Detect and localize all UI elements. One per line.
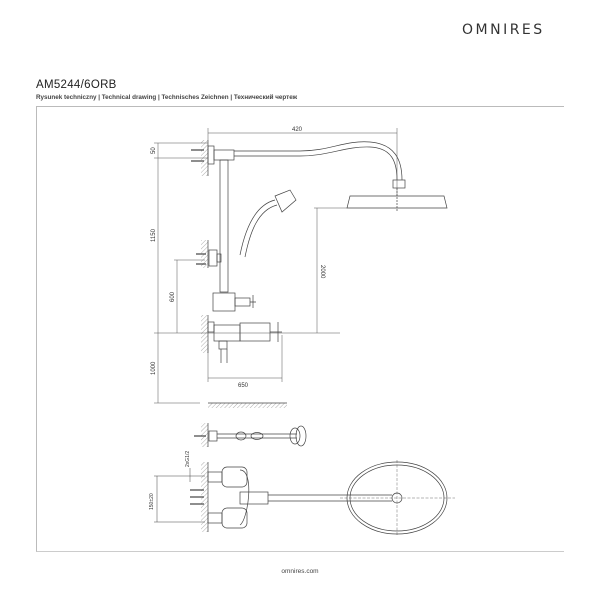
- footer-website: omnires.com: [281, 568, 319, 575]
- drawing-frame: [36, 106, 564, 552]
- dim-650: 650: [238, 383, 249, 389]
- dim-600: 600: [170, 291, 176, 302]
- dim-420: 420: [292, 127, 303, 133]
- dimension-lines: [154, 128, 398, 404]
- shower-column: [207, 141, 448, 363]
- dim-1000: 1000: [151, 361, 157, 375]
- brand-logo: OMNIRES: [462, 22, 545, 38]
- dim-50: 50: [151, 147, 157, 154]
- dim-thread: 2xG1/2: [185, 451, 191, 467]
- dim-2000: 2000: [319, 265, 325, 279]
- model-number: AM5244/6ORB: [36, 79, 117, 91]
- plan-view: [154, 460, 455, 536]
- dim-spacing: 150±20: [149, 493, 155, 510]
- side-view: [194, 423, 307, 447]
- drawing-subtitle: Rysunek techniczny | Technical drawing |…: [36, 94, 298, 101]
- wall-bolts: [191, 149, 206, 265]
- wall-hatch: [201, 140, 287, 408]
- dim-1150: 1150: [151, 228, 157, 242]
